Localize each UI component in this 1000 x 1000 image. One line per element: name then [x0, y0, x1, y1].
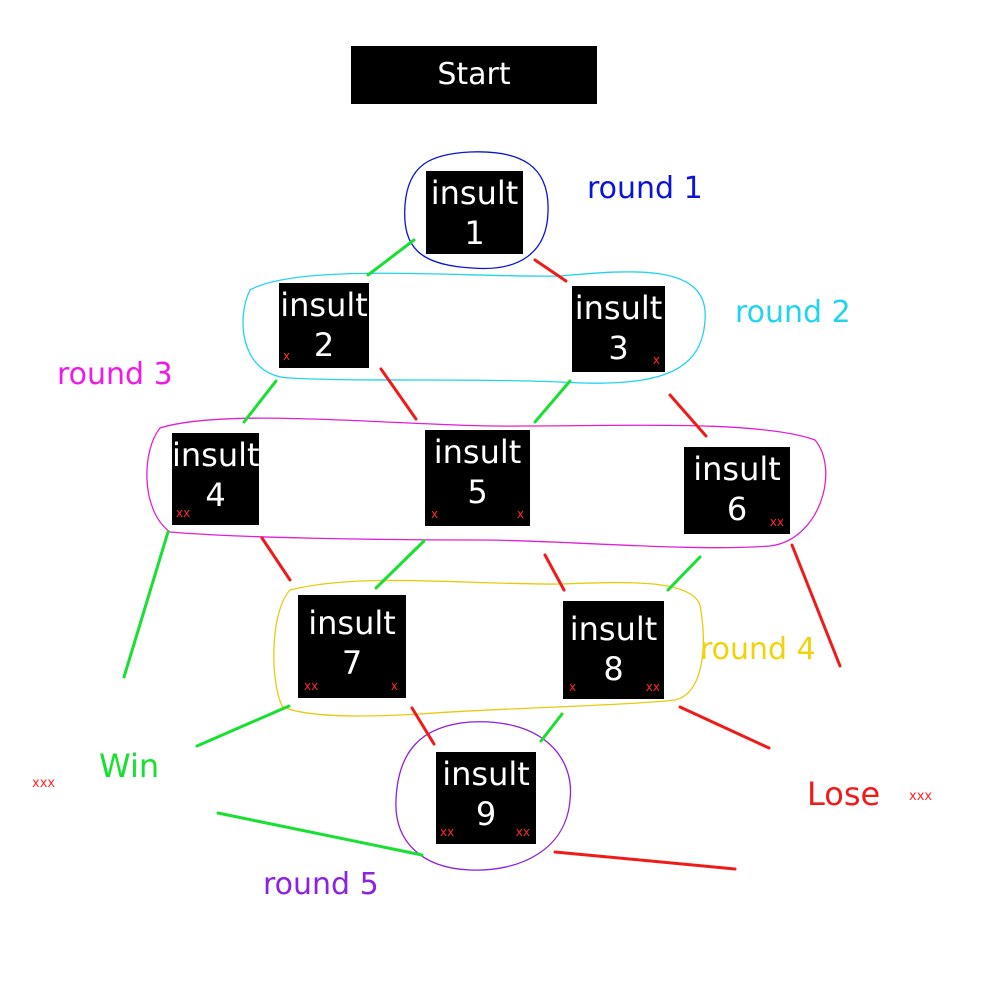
- round-1-label: round 1: [587, 171, 703, 206]
- node-mark-left: x: [431, 507, 439, 521]
- node-mark-right: x: [516, 507, 524, 521]
- node-number: 1: [464, 214, 485, 252]
- win-label: Win: [99, 747, 160, 785]
- fail-connectors: [260, 258, 842, 871]
- insult-node-3: insult 3 x: [572, 286, 665, 372]
- round-2-label: round 2: [735, 295, 851, 330]
- insult-node-5: insult 5 x x: [425, 430, 530, 526]
- node-mark-left: xx: [304, 679, 319, 693]
- node-word: insult: [308, 604, 396, 642]
- node-mark-right: xx: [515, 825, 530, 839]
- node-word: insult: [442, 755, 530, 793]
- node-word: insult: [569, 610, 658, 648]
- insult-node-8: insult 8 x xx: [563, 601, 664, 699]
- node-number: 2: [313, 326, 335, 364]
- round-3-label: round 3: [57, 357, 173, 392]
- node-number: 9: [475, 795, 497, 833]
- node-number: 7: [341, 644, 363, 682]
- node-number: 4: [205, 476, 226, 514]
- round-4-label: round 4: [700, 632, 816, 667]
- insult-node-2: insult 2 x: [279, 283, 369, 368]
- node-mark-left: xx: [440, 825, 455, 839]
- node-mark-right: xx: [645, 680, 660, 694]
- insult-node-4: insult 4 xx: [172, 433, 260, 525]
- node-mark-right: x: [390, 679, 398, 693]
- node-number: 5: [467, 473, 488, 511]
- node-word: insult: [172, 436, 260, 474]
- round-2-outline: [242, 271, 706, 384]
- node-number: 6: [726, 490, 748, 528]
- node-word: insult: [280, 286, 368, 324]
- lose-label: Lose: [807, 775, 881, 813]
- node-word: insult: [433, 433, 522, 471]
- node-mark-left: xx: [176, 506, 191, 520]
- round-1-outline: [404, 151, 549, 270]
- node-word: insult: [430, 174, 519, 212]
- node-mark-right: x: [652, 353, 660, 367]
- node-number: 3: [608, 329, 629, 367]
- lose-marks: xxx: [909, 789, 933, 804]
- insult-node-7: insult 7 xx x: [298, 595, 406, 698]
- node-mark-right: xx: [769, 515, 784, 529]
- round-3-outline: [146, 417, 827, 549]
- success-connectors: [122, 238, 702, 857]
- node-word: insult: [693, 450, 781, 488]
- start-box: Start: [351, 46, 597, 104]
- round-5-label: round 5: [263, 867, 379, 902]
- win-marks: xxx: [32, 776, 56, 791]
- round-5-outline: [395, 721, 572, 871]
- insult-node-1: insult 1: [426, 171, 523, 254]
- insult-node-9: insult 9 xx xx: [436, 752, 536, 844]
- node-mark-left: x: [569, 680, 577, 694]
- insult-node-6: insult 6 xx: [684, 447, 790, 534]
- node-number: 8: [603, 650, 624, 688]
- node-mark-left: x: [283, 349, 291, 363]
- node-word: insult: [574, 289, 663, 327]
